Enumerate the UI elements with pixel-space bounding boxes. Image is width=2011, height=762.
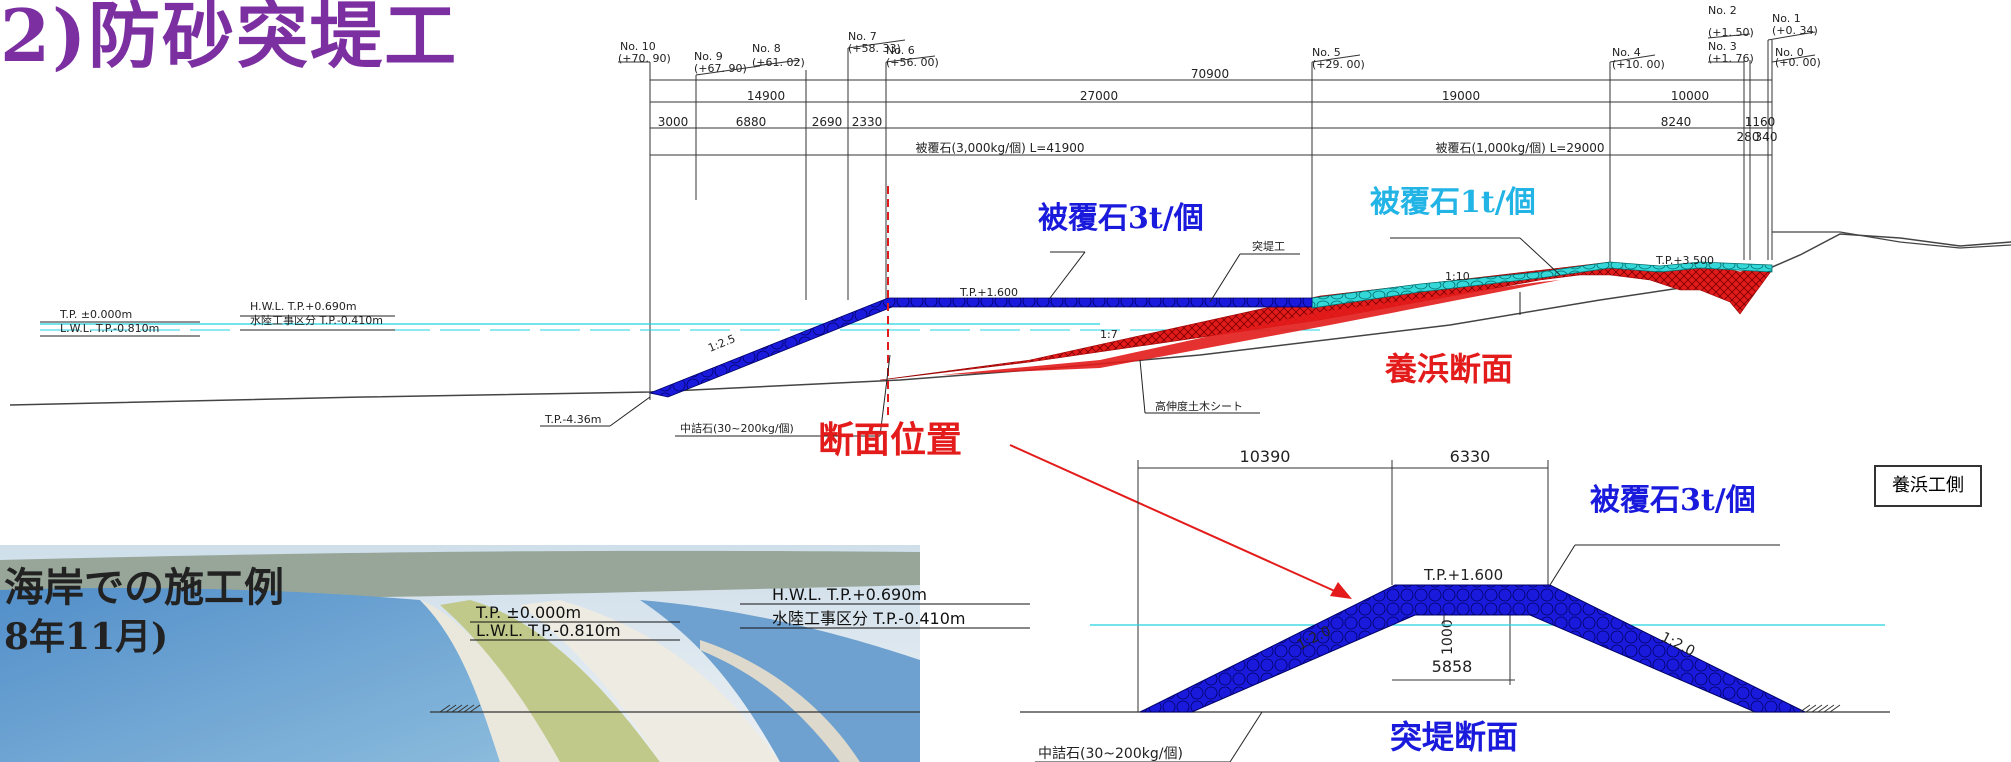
lower-crest-width: 5858 <box>1432 657 1473 676</box>
dim-total: 70900 <box>1191 67 1229 81</box>
dim-8240: 8240 <box>1661 115 1692 129</box>
upper-slope-25: 1:2.5 <box>706 332 737 355</box>
station-no3: No. 3 <box>1708 40 1737 53</box>
station-no4-val: (+10. 00) <box>1612 58 1665 71</box>
station-no3-val: (+1. 76) <box>1708 52 1754 65</box>
cover-heavy-label: 被覆石(3,000kg/個) L=41900 <box>915 141 1084 155</box>
upper-fill-stone: 中詰石(30~200kg/個) <box>680 421 794 435</box>
upper-tp-bottom: T.P.-4.36m <box>544 413 602 426</box>
lower-hwl: H.W.L. T.P.+0.690m <box>772 585 927 604</box>
heavy-armor <box>648 297 1313 398</box>
section-arrow <box>1009 444 1349 598</box>
dim-6880: 6880 <box>736 115 767 129</box>
ground-line <box>9 233 2011 406</box>
lower-lwl: L.W.L. T.P.-0.810m <box>476 621 621 640</box>
dim-280: 280 <box>1737 130 1760 144</box>
profile-drawing: No. 10 (+70. 90) No. 9 (+67. 90) No. 8 (… <box>9 4 2011 756</box>
callout-section-position: 断面位置 <box>818 419 962 461</box>
upper-slope-7: 1:7 <box>1100 328 1118 341</box>
dim-2690: 2690 <box>812 115 843 129</box>
lower-fill-stone: 中詰石(30~200kg/個) <box>1038 746 1183 762</box>
light-armor <box>1311 261 1773 309</box>
callout-stone-3t: 被覆石3t/個 <box>1038 201 1204 236</box>
cover-light-label: 被覆石(1,000kg/個) L=29000 <box>1435 141 1604 155</box>
station-no0-val: (+0. 00) <box>1775 56 1821 69</box>
callout-stone-1t: 被覆石1t/個 <box>1370 185 1536 220</box>
groin-cross-section: 10390 6330 5858 T.P.+1.600 1000 1:2.0 1:… <box>430 447 1890 762</box>
lower-land-sea: 水陸工事区分 T.P.-0.410m <box>772 609 965 628</box>
construction-photo <box>0 545 920 762</box>
photo-caption-line1: 海岸での施工例 <box>4 564 284 611</box>
dim-14900: 14900 <box>747 89 785 103</box>
upper-tp3500: T.P.+3.500 <box>1655 254 1714 267</box>
lower-dim-left: 10390 <box>1240 447 1291 466</box>
callout-stone-3t-lower: 被覆石3t/個 <box>1590 483 1756 518</box>
nourishment-side-label: 養浜工側 <box>1874 465 1982 507</box>
station-no10: No. 10 <box>620 40 656 53</box>
station-no6-val: (+56. 00) <box>886 56 939 69</box>
station-no8-val: (+61. 02) <box>752 56 805 69</box>
station-no7-val: (+58. 33) <box>848 42 901 55</box>
station-no1-val: (+0. 34) <box>1772 24 1818 37</box>
lower-crest-elev: T.P.+1.600 <box>1423 566 1503 584</box>
dim-2330: 2330 <box>852 115 883 129</box>
photo-caption-line2: 8年11月) <box>4 616 169 658</box>
lower-height: 1000 <box>1440 619 1456 655</box>
dim-19000: 19000 <box>1442 89 1480 103</box>
upper-land-sea: 水陸工事区分 T.P.-0.410m <box>250 314 383 327</box>
lower-armor <box>1139 584 1806 713</box>
arrow-head <box>1330 582 1352 599</box>
dim-27000: 27000 <box>1080 89 1118 103</box>
dim-10000: 10000 <box>1671 89 1709 103</box>
station-no9-val: (+67. 90) <box>694 62 747 75</box>
station-no1: No. 1 <box>1772 12 1801 25</box>
lower-dim-right: 6330 <box>1450 447 1491 466</box>
station-no7: No. 7 <box>848 30 877 43</box>
dim-3000: 3000 <box>658 115 689 129</box>
station-no9: No. 9 <box>694 50 723 63</box>
station-no2-val: (+1. 50) <box>1708 26 1754 39</box>
station-no5-val: (+29. 00) <box>1312 58 1365 71</box>
station-no4: No. 4 <box>1612 46 1641 59</box>
station-no6: No. 6 <box>886 44 915 57</box>
dim-340: 340 <box>1755 130 1778 144</box>
upper-slope-10: 1:10 <box>1445 270 1470 283</box>
upper-tp1600: T.P.+1.600 <box>959 286 1018 299</box>
upper-lwl: L.W.L. T.P.-0.810m <box>60 322 159 335</box>
upper-groin: 突堤工 <box>1252 239 1285 253</box>
station-no5: No. 5 <box>1312 46 1341 59</box>
page-title: 2)防砂突堤工 <box>0 0 459 78</box>
upper-hwl: H.W.L. T.P.+0.690m <box>250 300 357 313</box>
station-no2: No. 2 <box>1708 4 1737 17</box>
lower-tp0: T.P. ±0.000m <box>475 603 581 622</box>
station-no10-val: (+70. 90) <box>618 52 671 65</box>
dim-1160: 1160 <box>1745 115 1776 129</box>
upper-sheet: 高伸度土木シート <box>1155 399 1243 413</box>
upper-tp0: T.P. ±0.000m <box>59 308 132 321</box>
callout-groin-section: 突堤断面 <box>1390 718 1518 756</box>
station-no8: No. 8 <box>752 42 781 55</box>
callout-nourishment: 養浜断面 <box>1385 350 1513 388</box>
station-no0: No. 0 <box>1775 46 1804 59</box>
